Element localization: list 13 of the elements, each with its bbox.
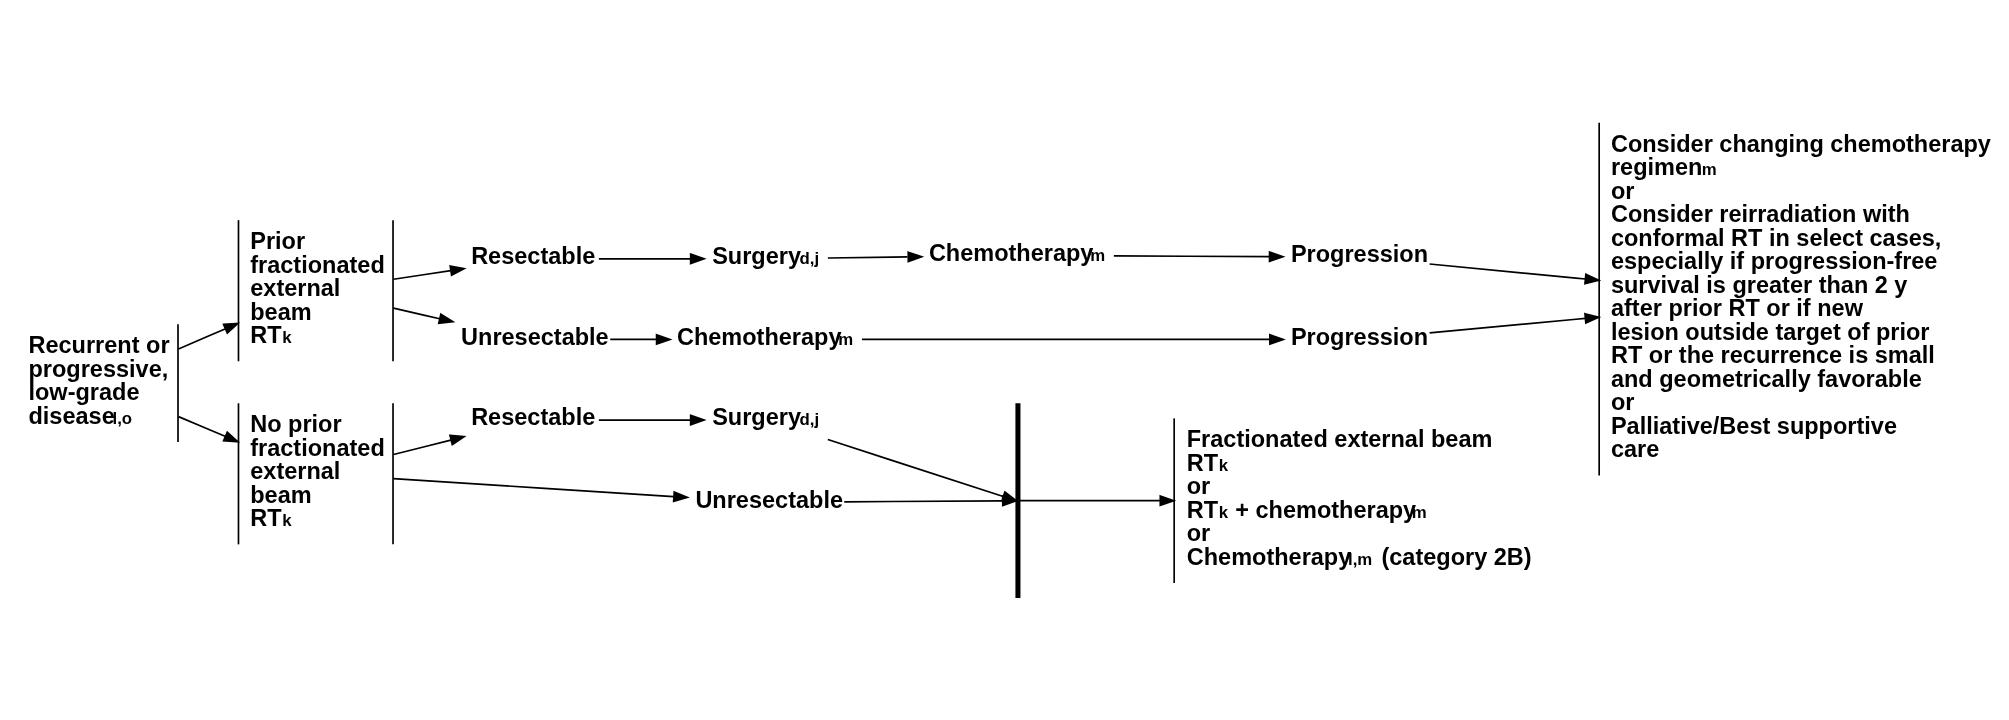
- node-text: Recurrent or progressive, low-grade diseasel,o: [28, 332, 170, 429]
- node-text: Chemotherapym: [928, 239, 1106, 266]
- node-text: Unresectable: [461, 323, 609, 350]
- node-text: Progression: [1290, 241, 1429, 268]
- node-text: Unresectable: [695, 486, 844, 513]
- node-text: Progression: [1290, 323, 1429, 350]
- node-text: Consider changing chemotherapy regimenm or Consider reirradiation with conformal RT in select cases, especially if progression-free survival is greater than 2 y after prior RT or if new lesion outside target of prior RT or the recurrence is small and geometrically favorable or Palliative/Best supportive care: [1610, 130, 1991, 463]
- node-text: No prior fractionated external beam RTk: [250, 411, 385, 532]
- node-text: Surgeryd,j: [712, 243, 820, 270]
- node-text: Surgeryd,j: [712, 404, 820, 431]
- node-text: Prior fractionated external beam RTk: [250, 228, 385, 349]
- node-text: Resectable: [471, 404, 596, 431]
- node-text: Resectable: [471, 243, 596, 270]
